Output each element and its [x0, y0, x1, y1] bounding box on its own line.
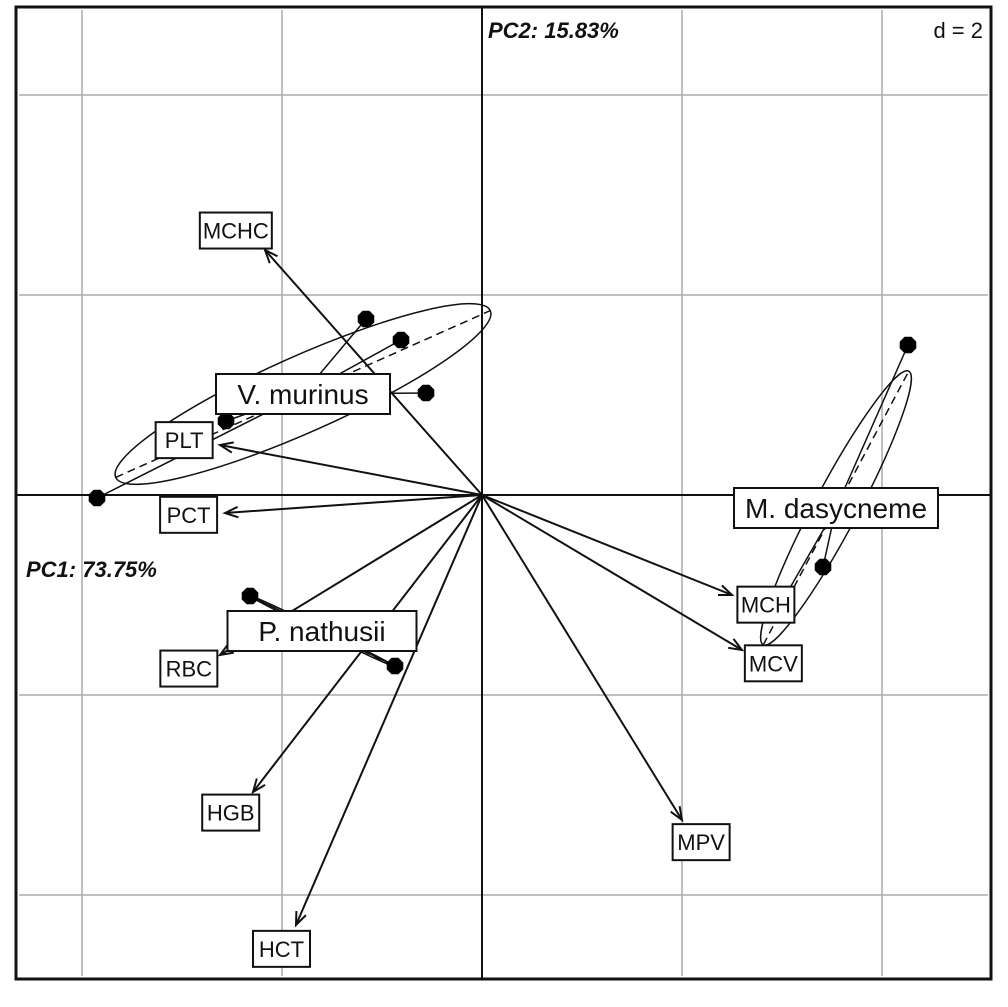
variable-labels: MCHC PLT PCT RBC HGB HCT MPV MCV MCH: [154, 211, 803, 968]
variable-label-hct: HCT: [252, 929, 312, 968]
variable-arrow: [219, 444, 483, 496]
variable-label-pct: PCT: [159, 495, 219, 534]
variable-label-hgb: HGB: [201, 793, 261, 832]
group-point: [392, 331, 410, 349]
variable-label-plt: PLT: [154, 421, 214, 460]
variable-arrow: [295, 494, 483, 926]
variable-label-text: MCV: [749, 651, 798, 676]
group-point: [88, 489, 106, 507]
group-point: [814, 558, 832, 576]
arrowhead-icon: [222, 506, 239, 519]
x-axis-title: PC1: 73.75%: [26, 557, 157, 582]
variable-arrow: [481, 494, 733, 596]
variable-label-rbc: RBC: [159, 649, 219, 688]
grid: [19, 10, 988, 976]
variable-label-mch: MCH: [736, 585, 796, 624]
variable-label-mpv: MPV: [671, 823, 731, 862]
arrowhead-icon: [217, 643, 234, 657]
variable-arrows: [217, 247, 745, 928]
plot-frame: [14, 5, 993, 981]
variable-label-text: MCH: [741, 593, 791, 618]
group-point: [386, 657, 404, 675]
group-points: [88, 310, 917, 675]
variable-label-box: [201, 793, 261, 832]
variable-label-mcv: MCV: [743, 644, 803, 683]
variable-label-text: MPV: [677, 830, 725, 855]
group-label-1: M. dasycneme: [733, 487, 939, 529]
group-label-box: [215, 373, 391, 415]
group-point: [217, 412, 235, 430]
variable-label-text: PCT: [167, 503, 211, 528]
grid-scale-label: d = 2: [933, 18, 983, 43]
variable-label-box: [198, 211, 273, 250]
y-axis-title: PC2: 15.83%: [488, 18, 619, 43]
group-label-box: [226, 610, 418, 652]
arrowhead-icon: [294, 910, 307, 928]
variable-arrow: [264, 249, 483, 496]
variable-label-box: [159, 649, 219, 688]
variable-label-mchc: MCHC: [198, 211, 273, 250]
variable-label-box: [252, 929, 312, 968]
group-point: [241, 587, 259, 605]
group-label-text: V. murinus: [237, 379, 368, 410]
variable-label-box: [159, 495, 219, 534]
group-point: [417, 384, 435, 402]
variable-label-text: HGB: [207, 801, 255, 826]
group-label-text: M. dasycneme: [745, 493, 927, 524]
group-spoke: [835, 344, 909, 509]
variable-label-box: [736, 585, 796, 624]
group-label-0: V. murinus: [215, 373, 391, 415]
arrowhead-icon: [263, 247, 278, 264]
variable-arrow: [481, 494, 743, 651]
variable-label-box: [154, 421, 214, 460]
group-label-2: P. nathusii: [226, 610, 418, 652]
variable-label-text: PLT: [165, 428, 204, 453]
arrowhead-icon: [670, 806, 684, 823]
variable-label-box: [743, 644, 803, 683]
variable-label-text: MCHC: [203, 219, 269, 244]
group-labels: V. murinus M. dasycneme P. nathusii: [215, 373, 939, 652]
group-point: [899, 336, 917, 354]
group-point: [357, 310, 375, 328]
arrowhead-icon: [251, 778, 266, 795]
group-label-text: P. nathusii: [258, 616, 385, 647]
arrowhead-icon: [217, 441, 234, 454]
variable-arrow: [224, 494, 483, 514]
group-label-box: [733, 487, 939, 529]
variable-label-text: RBC: [166, 657, 213, 682]
arrowhead-icon: [728, 638, 745, 652]
variable-label-text: HCT: [259, 937, 304, 962]
arrowhead-icon: [717, 584, 735, 597]
variable-arrow: [481, 494, 683, 821]
variable-label-box: [671, 823, 731, 862]
